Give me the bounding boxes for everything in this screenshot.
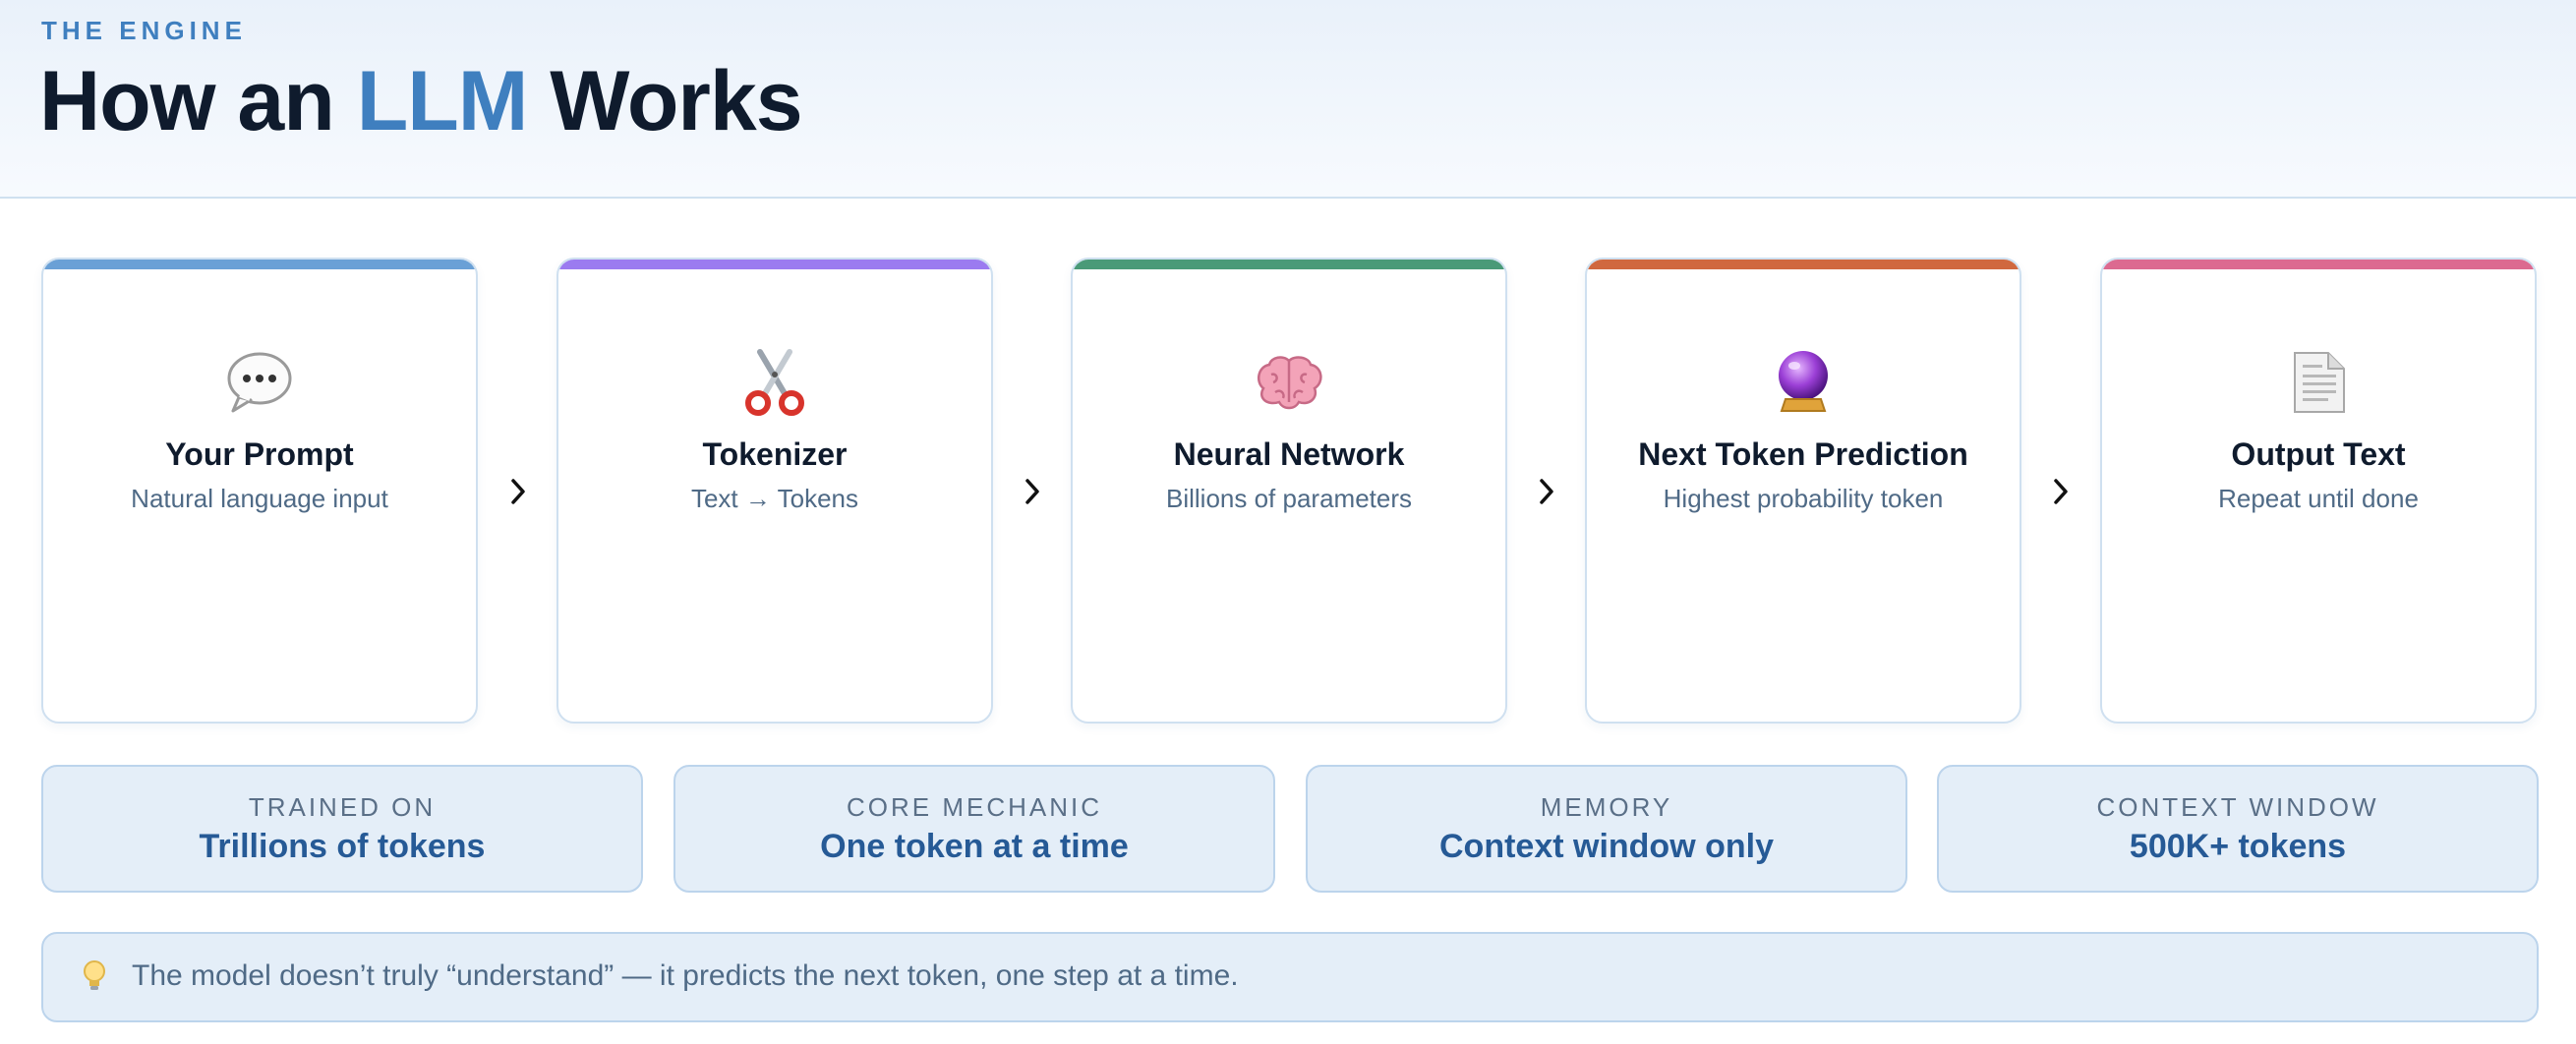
brain-icon	[1073, 338, 1505, 427]
card-accent-bar	[1073, 260, 1505, 269]
stat-trained-on: TRAINED ON Trillions of tokens	[41, 765, 643, 893]
stat-label: MEMORY	[1540, 792, 1673, 822]
title-accent: LLM	[356, 54, 529, 148]
stat-value: One token at a time	[820, 828, 1129, 865]
pipeline-card-output: Output Text Repeat until done	[2100, 258, 2537, 724]
stat-value: Context window only	[1439, 828, 1774, 865]
card-subtitle: Text → Tokens	[690, 484, 859, 513]
callout-text: The model doesn’t truly “understand” — i…	[132, 959, 1239, 992]
stat-core-mechanic: CORE MECHANIC One token at a time	[673, 765, 1275, 893]
stat-label: CORE MECHANIC	[846, 792, 1102, 822]
card-title: Your Prompt	[165, 436, 354, 472]
stat-value: 500K+ tokens	[2129, 828, 2347, 865]
chevron-right-icon	[2048, 474, 2074, 509]
card-accent-bar	[1587, 260, 2020, 269]
card-accent-bar	[558, 260, 991, 269]
scissors-icon	[558, 338, 991, 427]
card-accent-bar	[2102, 260, 2535, 269]
card-subtitle: Highest probability token	[1663, 484, 1944, 513]
card-accent-bar	[43, 260, 476, 269]
card-title: Next Token Prediction	[1638, 436, 1968, 472]
chevron-right-icon	[1020, 474, 1045, 509]
card-subtitle: Repeat until done	[2218, 484, 2419, 513]
title-prefix: How an	[39, 54, 357, 148]
speech-bubble-icon	[43, 338, 476, 427]
stat-memory: MEMORY Context window only	[1306, 765, 1907, 893]
card-title: Output Text	[2231, 436, 2406, 472]
card-title: Tokenizer	[702, 436, 848, 472]
stat-label: TRAINED ON	[248, 792, 437, 822]
pipeline-card-neural-network: Neural Network Billions of parameters	[1071, 258, 1507, 724]
card-subtitle: Billions of parameters	[1166, 484, 1412, 513]
stat-context-window: CONTEXT WINDOW 500K+ tokens	[1937, 765, 2539, 893]
crystal-ball-icon	[1587, 338, 2020, 427]
chevron-right-icon	[505, 474, 531, 509]
lightbulb-icon	[83, 959, 112, 999]
pipeline-card-tokenizer: Tokenizer Text → Tokens	[556, 258, 993, 724]
pipeline-card-next-token: Next Token Prediction Highest probabilit…	[1585, 258, 2021, 724]
document-icon	[2102, 338, 2535, 427]
eyebrow-label: THE ENGINE	[41, 16, 247, 45]
insight-callout: The model doesn’t truly “understand” — i…	[41, 932, 2539, 1022]
card-title: Neural Network	[1173, 436, 1405, 472]
header: THE ENGINE How an LLM Works	[0, 0, 2576, 199]
pipeline-card-prompt: Your Prompt Natural language input	[41, 258, 478, 724]
stat-value: Trillions of tokens	[199, 828, 486, 865]
card-subtitle: Natural language input	[131, 484, 388, 513]
stat-label: CONTEXT WINDOW	[2096, 792, 2379, 822]
chevron-right-icon	[1534, 474, 1559, 509]
title-suffix: Works	[527, 54, 802, 148]
page-title: How an LLM Works	[39, 53, 803, 150]
